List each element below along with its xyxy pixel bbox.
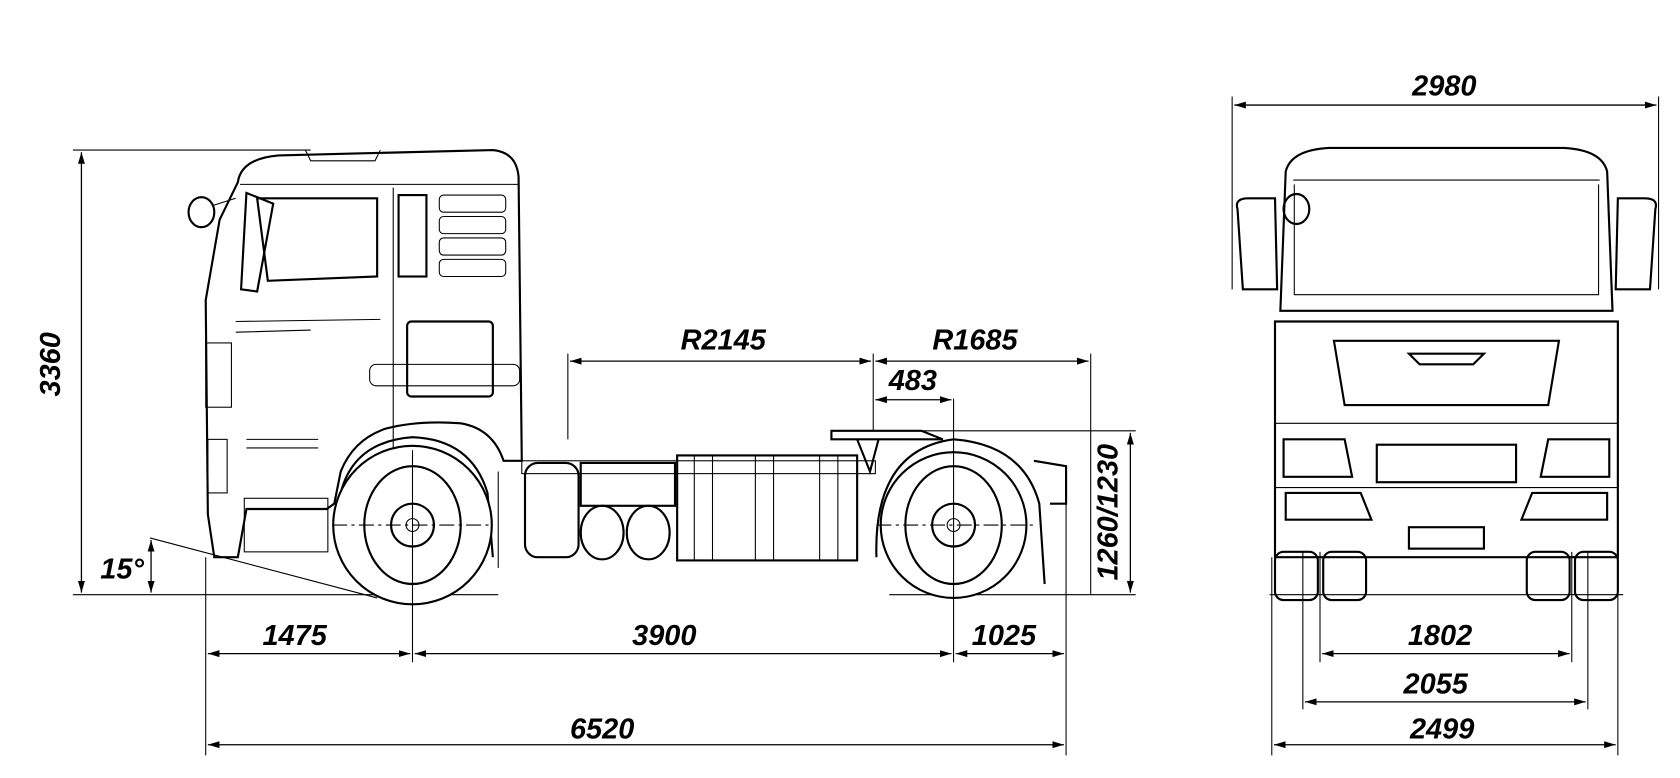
front-view-truck xyxy=(1235,146,1657,602)
side-view-truck xyxy=(72,148,1136,606)
front-overhang-label: 1475 xyxy=(262,620,327,652)
fifth-wheel-offset-label: 483 xyxy=(888,365,937,397)
rear-overhang-label: 1025 xyxy=(972,620,1037,652)
wheelbase-label: 3900 xyxy=(632,620,696,652)
rear-swing-radius-label: R1685 xyxy=(932,324,1018,356)
approach-angle-label: 15° xyxy=(100,554,144,586)
front-dimensions: 2980 1802 2055 2499 xyxy=(1231,70,1660,756)
overall-width-mirrors-label: 2980 xyxy=(1411,70,1476,102)
rear-track-label: 1802 xyxy=(1408,620,1472,652)
overall-length-label: 6520 xyxy=(570,713,634,745)
overall-width-label: 2499 xyxy=(1409,713,1474,745)
overall-height-label: 3360 xyxy=(35,332,67,396)
front-track-label: 2055 xyxy=(1403,668,1469,700)
front-swing-radius-label: R2145 xyxy=(681,324,767,356)
side-dimensions: 3360 15° 1475 3900 1025 6520 R2145 R1685… xyxy=(35,149,1136,756)
fifth-wheel-height-label: 1260/1230 xyxy=(1093,444,1125,581)
